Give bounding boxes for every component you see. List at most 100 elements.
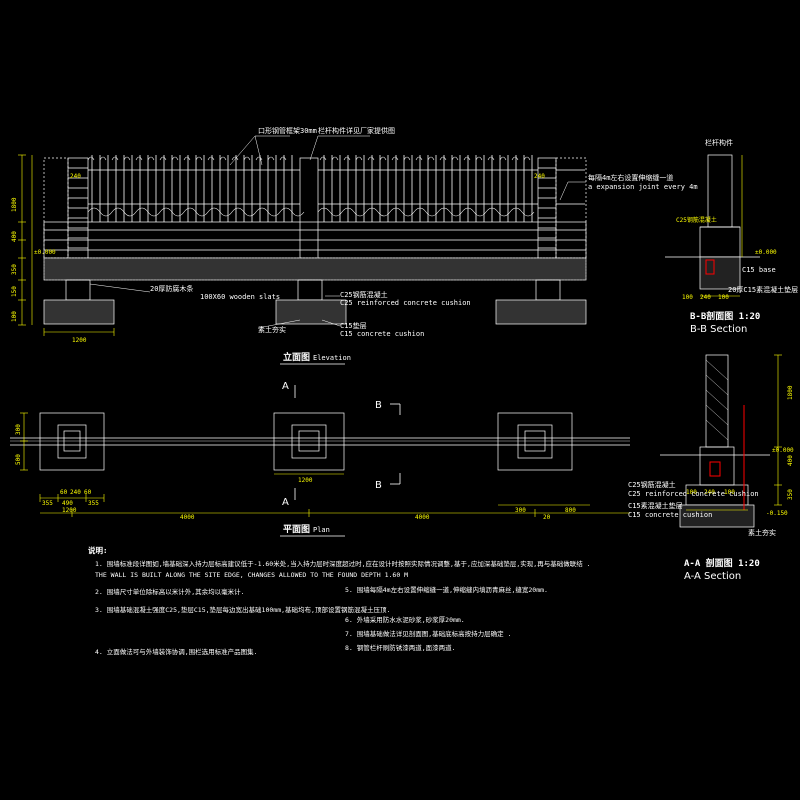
section-bb-label-1: C25钢筋混凝土 (676, 216, 717, 224)
label-wood-slats-en: 100X60 wooden slats (200, 293, 280, 301)
section-aa-label-4: C15 concrete cushion (628, 511, 712, 519)
plan-dim-bottom-3: 355 (88, 500, 99, 507)
section-aa-title: A-A 剖面图 1:20 (684, 557, 760, 569)
section-aa-label-1: C25钢筋混凝土 (628, 480, 676, 489)
dim-left-4: 150 (11, 286, 18, 297)
section-aa-dims (686, 354, 782, 511)
section-bb-title-en: B-B Section (690, 324, 747, 335)
plan-title-suffix: Plan (313, 526, 330, 534)
label-c15-cushion-en: C15 concrete cushion (340, 330, 424, 338)
elevation-dim-1200: 1200 (72, 337, 87, 344)
section-aa-dim-bottom-2: 240 (704, 489, 715, 496)
label-c15-cushion: C15垫层 (340, 321, 367, 330)
plan-dim-1200: 1200 (62, 507, 77, 514)
section-marker-a-bottom: A (282, 497, 289, 508)
section-aa-rebar (709, 461, 721, 477)
ground-hatch (43, 257, 587, 281)
section-bb-dims (700, 155, 743, 297)
railing-ornaments (87, 156, 535, 217)
wall-base (43, 221, 587, 259)
plan-wall-lines (10, 437, 630, 446)
plan-dim-right-1: 300 (515, 507, 526, 514)
section-aa-dim-bottom-3: 100 (724, 489, 735, 496)
label-railing-parts: 栏杆构件详见厂家提供图 (318, 126, 395, 135)
note-item-7: 6. 外墙采用防水水泥砂浆,砂浆厚20mm. (345, 615, 465, 624)
plan-dim-small-1: 60 (60, 489, 68, 496)
label-dim-240-b: 240 (70, 173, 81, 180)
section-bb-title: B-B剖面图 1:20 (690, 310, 760, 322)
section-aa-dim-right-1: 1800 (787, 385, 794, 400)
label-expansion-joint-en: a expansion joint every 4m (588, 183, 698, 191)
section-aa-title-en: A-A Section (684, 571, 741, 582)
section-marker-b-bottom: B (375, 480, 382, 491)
section-bb: 栏杆构件 C25钢筋混凝土 ±0.000 C15 base 20厚C15素混凝土… (665, 138, 798, 335)
section-bb-body (665, 154, 760, 290)
label-wood-slats: 20厚防腐木条 (150, 284, 193, 293)
section-aa: 1800 400 350 100 240 100 C25钢筋混凝土 C25 re… (628, 354, 794, 582)
dim-left-2: 400 (11, 231, 18, 242)
elevation-title-suffix: Elevation (313, 354, 351, 362)
note-item-4: 3. 围墙基础混凝土强度C25,垫层C15,垫层每边宽出基础100mm,基础均布… (95, 605, 390, 614)
section-aa-label-7: -0.150 (766, 510, 788, 517)
section-bb-label-3: C15 base (742, 266, 776, 274)
elevation-leaders (89, 135, 586, 329)
note-item-8: 7. 围墙基础做法详见剖面图,基础底标高按持力层确定 . (345, 629, 511, 638)
plan-dims (20, 412, 630, 517)
section-bb-top-label: 栏杆构件 (705, 138, 733, 147)
label-expansion-joint: 每隔4m左右设置伸缩缝一道 (588, 173, 673, 182)
section-bb-dim-3: 100 (718, 294, 729, 301)
note-item-9: 8. 钢管栏杆刷防锈漆两道,面漆两道. (345, 643, 456, 652)
plan-dim-small-2: 240 (70, 489, 81, 496)
section-bb-label-2: ±0.000 (755, 249, 777, 256)
label-compacted-soil: 素土夯实 (258, 325, 286, 334)
section-bb-dim-2: 240 (700, 294, 711, 301)
note-item-1: 1. 围墙标准段详图如,墙基础深入持力层标高建议低于-1.60米处,当入持力层时… (95, 559, 591, 568)
section-bb-rebar (705, 259, 715, 275)
plan-title: 平面图 (283, 524, 310, 535)
elevation-view: 1800 400 350 150 100 ±0.000 1200 口形钢管框架3… (11, 126, 698, 365)
plan-dim-bottom-2: 490 (62, 500, 73, 507)
plan-dim-span-2: 4000 (415, 514, 430, 521)
plan-dim-left-1: 300 (15, 424, 22, 435)
note-item-3: 2. 围墙尺寸单位除标高以米计外,其余均以毫米计. (95, 587, 245, 596)
footings (43, 279, 587, 325)
plan-dim-right-2: 20 (543, 514, 551, 521)
section-aa-label-6: ±0.000 (772, 447, 794, 454)
railing-bars (88, 155, 585, 222)
note-item-6: 5. 围墙每隔4m左右设置伸缩缝一道,伸缩缝内填沥青麻丝,缝宽20mm. (345, 585, 548, 594)
section-aa-dim-right-2: 400 (787, 455, 794, 466)
note-item-5: 4. 立面做法可与外墙装饰协调,围栏选用标准产品图集. (95, 647, 258, 656)
plan-dim-span-1: 4000 (180, 514, 195, 521)
note-item-2: THE WALL IS BUILT ALONG THE SITE EDGE, C… (95, 571, 408, 579)
dim-left-3: 350 (11, 264, 18, 275)
section-aa-dim-right-3: 350 (787, 489, 794, 500)
plan-dim-left-2: 500 (15, 454, 22, 465)
label-c25-concrete-en: C25 reinforced concrete cushion (340, 299, 471, 307)
plan-dim-center: 1200 (298, 477, 313, 484)
section-marker-b-top: B (375, 400, 382, 411)
section-aa-dim-bottom-1: 100 (686, 489, 697, 496)
label-steel-frame: 口形钢管框架30mm (258, 126, 317, 135)
plan-dim-bottom-1: 355 (42, 500, 53, 507)
elevation-zero-mark: ±0.000 (34, 249, 56, 256)
section-marker-a-top: A (282, 381, 289, 392)
section-aa-body (660, 354, 770, 528)
dim-left-5: 100 (11, 311, 18, 322)
dim-left-1: 1800 (11, 197, 18, 212)
section-bb-dim-1: 100 (682, 294, 693, 301)
brick-pillars (43, 157, 587, 259)
plan-section-markers (294, 385, 401, 500)
section-aa-label-2: C25 reinforced concrete cushion (628, 490, 759, 498)
elevation-dim-bottom (43, 328, 115, 336)
plan-dim-right-3: 800 (565, 507, 576, 514)
notes-block: 说明: 1. 围墙标准段详图如,墙基础深入持力层标高建议低于-1.60米处,当入… (88, 545, 591, 656)
label-c25-concrete: C25钢筋混凝土 (340, 290, 388, 299)
notes-heading: 说明: (88, 545, 108, 555)
elevation-dims-left (18, 154, 33, 326)
section-aa-label-5: 素土夯实 (748, 528, 776, 537)
label-dim-240-a: 240 (534, 173, 545, 180)
plan-view: A A B B 300 500 355 490 355 1200 4000 40… (10, 381, 630, 537)
section-bb-label-4: 20厚C15素混凝土垫层 (728, 285, 798, 294)
plan-dim-small-3: 60 (84, 489, 92, 496)
